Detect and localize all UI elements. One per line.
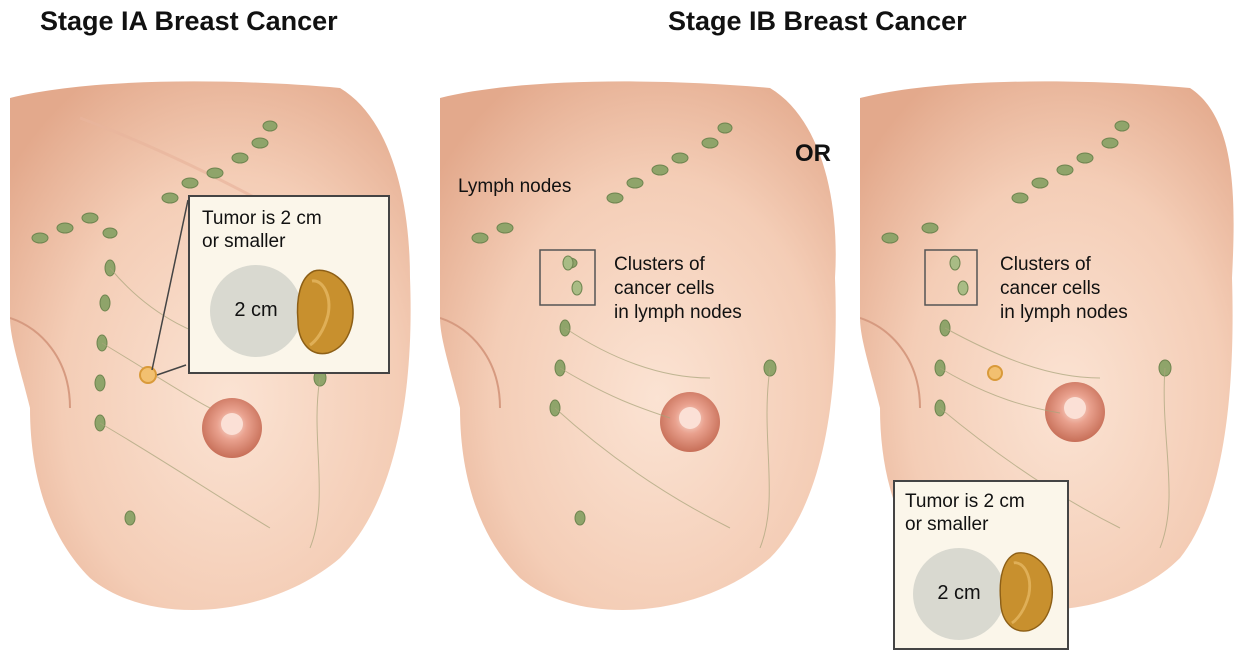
- clusters-label-line2: cancer cells: [1000, 277, 1100, 300]
- breast-illustration-panel-2: [440, 78, 840, 648]
- size-label: 2 cm: [913, 582, 1005, 605]
- tumor-icon: [995, 548, 1057, 636]
- tumor-label-line1: Tumor is 2 cm: [905, 490, 1025, 513]
- tumor-callout-panel-3: Tumor is 2 cm or smaller 2 cm: [893, 480, 1069, 650]
- size-label: 2 cm: [210, 299, 302, 322]
- clusters-label-line2: cancer cells: [614, 277, 714, 300]
- title-stage-ib: Stage IB Breast Cancer: [668, 6, 967, 37]
- tumor-label-line2: or smaller: [905, 513, 988, 536]
- clusters-label-line1: Clusters of: [614, 253, 705, 276]
- tumor-marker: [988, 366, 1002, 380]
- clusters-label-line1: Clusters of: [1000, 253, 1091, 276]
- title-stage-ia: Stage IA Breast Cancer: [40, 6, 338, 37]
- tumor-marker: [140, 367, 156, 383]
- tumor-label-line1: Tumor is 2 cm: [202, 207, 322, 230]
- or-label: OR: [795, 140, 831, 168]
- clusters-label-line3: in lymph nodes: [614, 301, 742, 324]
- size-disc: 2 cm: [210, 265, 302, 357]
- clusters-label-line3: in lymph nodes: [1000, 301, 1128, 324]
- size-disc: 2 cm: [913, 548, 1005, 640]
- tumor-callout-panel-1: Tumor is 2 cm or smaller 2 cm: [188, 195, 390, 374]
- lymph-nodes-label: Lymph nodes: [458, 175, 571, 198]
- tumor-icon: [292, 267, 358, 357]
- tumor-label-line2: or smaller: [202, 230, 285, 253]
